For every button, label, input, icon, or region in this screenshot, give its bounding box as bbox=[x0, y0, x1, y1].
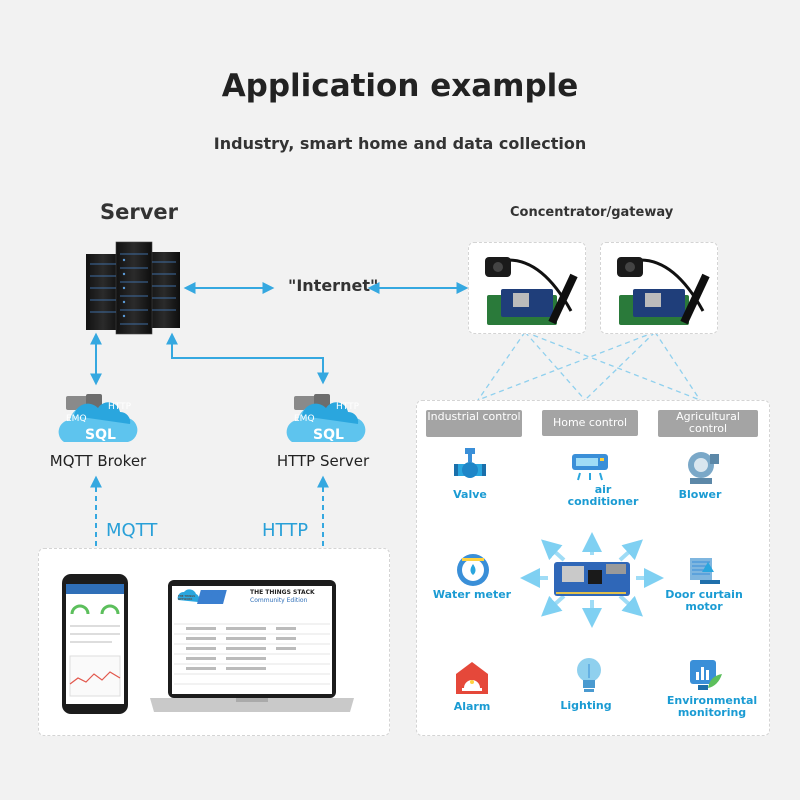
device-label-lighting: Lighting bbox=[560, 699, 612, 712]
laptop-app-edition: Community Edition bbox=[250, 597, 308, 604]
lighting-icon bbox=[577, 658, 601, 692]
gateway-fanout-lines bbox=[477, 331, 701, 401]
device-label-environmental-monitoring: Environmental monitoring bbox=[666, 694, 758, 719]
broker-tag-emq: EMQ bbox=[66, 414, 87, 424]
gateway-board-icon bbox=[617, 257, 710, 325]
page-title: Application example bbox=[221, 68, 579, 104]
broker-tag-sql: SQL bbox=[85, 427, 116, 443]
device-label-alarm: Alarm bbox=[453, 700, 491, 713]
environmental-monitoring-icon bbox=[690, 660, 722, 690]
laptop-logo-text: THE THINGS NETWORK bbox=[178, 595, 196, 601]
server-rack-icon bbox=[82, 240, 182, 339]
server-label: Server bbox=[100, 200, 179, 224]
broker-tag-http: HTTP bbox=[336, 402, 360, 412]
gateway-box-2 bbox=[600, 242, 718, 334]
http-server-label: HTTP Server bbox=[276, 452, 370, 470]
category-tab-home: Home control bbox=[542, 410, 638, 436]
device-label-door-curtain-motor: Door curtain motor bbox=[665, 588, 743, 613]
air-conditioner-icon bbox=[572, 454, 608, 481]
device-label-valve: Valve bbox=[453, 488, 487, 501]
broker-tag-emq: EMQ bbox=[294, 414, 315, 424]
device-label-air-conditioner: air conditioner bbox=[567, 483, 639, 508]
alarm-icon bbox=[456, 662, 488, 694]
valve-icon bbox=[454, 448, 486, 478]
gateway-label: Concentrator/gateway bbox=[510, 205, 674, 220]
hub-arrows bbox=[520, 532, 664, 628]
category-tab-agricultural: Agricultural control bbox=[658, 410, 758, 437]
category-tab-industrial: Industrial control bbox=[426, 410, 522, 437]
mqtt-broker-cloud-icon: EMQ HTTP SQL bbox=[52, 392, 142, 454]
blower-icon bbox=[688, 452, 719, 484]
internet-label: "Internet" bbox=[288, 276, 379, 295]
page-subtitle: Industry, smart home and data collection bbox=[213, 134, 587, 153]
server-http-arrow bbox=[166, 332, 329, 385]
door-curtain-motor-icon bbox=[690, 558, 720, 584]
phone-icon bbox=[62, 574, 128, 718]
device-label-water-meter: Water meter bbox=[432, 588, 512, 601]
water-meter-icon bbox=[457, 554, 489, 586]
broker-tag-http: HTTP bbox=[108, 402, 132, 412]
http-protocol-label: HTTP bbox=[262, 520, 309, 541]
device-label-blower: Blower bbox=[678, 488, 722, 501]
http-server-cloud-icon: EMQ HTTP SQL bbox=[280, 392, 370, 454]
mqtt-broker-label: MQTT Broker bbox=[49, 452, 147, 470]
broker-tag-sql: SQL bbox=[313, 427, 344, 443]
laptop-app-name: THE THINGS STACK bbox=[250, 589, 315, 596]
gateway-board-icon bbox=[485, 257, 578, 325]
laptop-icon bbox=[146, 578, 358, 718]
hub-board-icon bbox=[554, 562, 630, 596]
gateway-box-1 bbox=[468, 242, 586, 334]
mqtt-protocol-label: MQTT bbox=[106, 520, 158, 541]
